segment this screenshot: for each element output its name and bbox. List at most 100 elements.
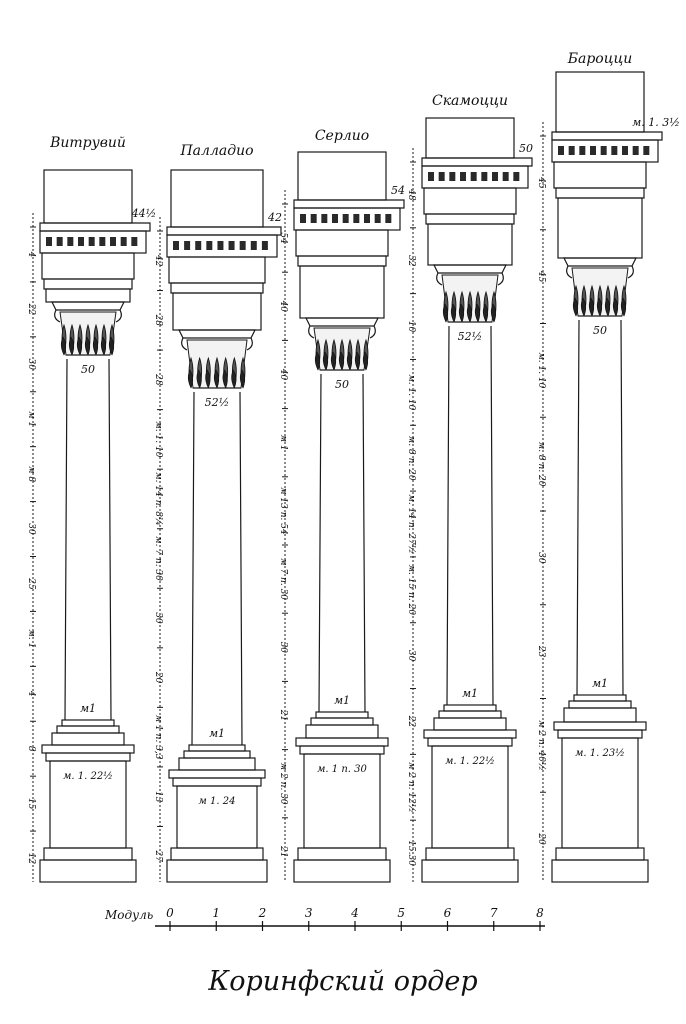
volute-left bbox=[181, 337, 188, 351]
pedestal-label: м. 1. 22½ bbox=[445, 756, 495, 767]
capital-label: 52½ bbox=[205, 396, 230, 409]
dimension-value: м. 8 п. 20 bbox=[406, 436, 416, 481]
scale-tick-label: 0 bbox=[166, 906, 174, 920]
dimension-value: м 1 п. 3,3 bbox=[153, 715, 163, 760]
pedestal-cap-molding bbox=[557, 729, 643, 739]
dimension-value: 22 bbox=[26, 303, 36, 316]
column-base bbox=[51, 719, 125, 746]
column-base bbox=[178, 744, 256, 771]
pedestal-cap bbox=[553, 721, 647, 731]
architrave-fascia bbox=[297, 255, 387, 267]
base-scotia bbox=[438, 710, 502, 719]
cornice bbox=[421, 157, 533, 167]
attic-block bbox=[555, 71, 645, 133]
base-plinth bbox=[178, 757, 256, 771]
dentil bbox=[300, 214, 306, 223]
dimension-value: 20 bbox=[153, 671, 163, 684]
cornice bbox=[293, 199, 405, 209]
pedestal-cap bbox=[295, 737, 389, 747]
acanthus-leaf-lower bbox=[346, 351, 353, 371]
base-plinth bbox=[51, 732, 125, 746]
dimension-value: м 2 п. 40½ bbox=[536, 720, 547, 771]
pedestal-plinth bbox=[166, 859, 268, 883]
acanthus-leaf-lower bbox=[450, 303, 457, 323]
drawing-caption: Коринфский ордер bbox=[208, 966, 478, 997]
attic-block bbox=[297, 151, 387, 201]
dimension-value: м 2 п. 30 bbox=[278, 763, 288, 805]
dimension-value: 30 bbox=[26, 523, 36, 535]
dentil-band bbox=[421, 165, 529, 189]
dimension-value: 15 bbox=[26, 798, 36, 810]
attic-block bbox=[170, 169, 264, 228]
pedestal-base-molding bbox=[425, 847, 515, 861]
dentil bbox=[470, 172, 477, 181]
volute-right bbox=[627, 265, 634, 279]
acanthus-leaf-lower bbox=[458, 303, 465, 323]
dimension-value: м. 8 п. 20 bbox=[536, 442, 546, 487]
dimension-value: м. 1. 10 bbox=[536, 352, 546, 388]
base-label: м1 bbox=[209, 727, 225, 740]
column-base bbox=[305, 711, 379, 739]
pedestal bbox=[421, 729, 519, 883]
dimension-value: 54 bbox=[278, 232, 288, 244]
dimension-value: м. 15 п. 20 bbox=[406, 565, 416, 616]
acanthus-leaf-lower bbox=[205, 369, 211, 389]
architrave-fascia bbox=[425, 213, 515, 225]
dimension-value: м 1 bbox=[278, 435, 288, 451]
dentil bbox=[364, 214, 370, 223]
pedestal-base-molding bbox=[555, 847, 645, 861]
pedestal-base-molding bbox=[43, 847, 133, 861]
acanthus-leaf-lower bbox=[187, 369, 194, 389]
dimension-value: 10 bbox=[406, 321, 416, 333]
dentil bbox=[110, 237, 116, 246]
pedestal-plinth bbox=[551, 859, 649, 883]
acanthus-leaf-lower bbox=[213, 369, 220, 389]
acanthus-leaf-lower bbox=[239, 369, 246, 389]
dimension-value: м 8 bbox=[26, 466, 36, 482]
architrave-fascia bbox=[43, 278, 133, 290]
base-plinth bbox=[433, 717, 507, 731]
scale-tick-label: 8 bbox=[536, 906, 544, 920]
architrave bbox=[427, 223, 513, 266]
acanthus-leaf-lower bbox=[572, 297, 579, 317]
dimension-value: 13 bbox=[153, 791, 163, 803]
dentil bbox=[374, 214, 381, 223]
cornice-label: 42 bbox=[267, 211, 282, 224]
dentil bbox=[228, 241, 235, 250]
dentil bbox=[56, 237, 63, 246]
pedestal-plinth bbox=[39, 859, 137, 883]
cornice-label: 54 bbox=[391, 184, 405, 197]
dimension-value: м. 14 п. 27½ bbox=[406, 494, 417, 553]
volute-left bbox=[54, 309, 61, 323]
pedestal bbox=[293, 737, 391, 883]
volute-right bbox=[497, 272, 504, 286]
dimension-value: 8 bbox=[26, 746, 36, 752]
dentil bbox=[481, 172, 488, 181]
dentil bbox=[88, 237, 95, 246]
dentil bbox=[353, 214, 360, 223]
column-base bbox=[563, 694, 637, 723]
volute-right bbox=[246, 337, 253, 351]
shaft bbox=[318, 373, 366, 713]
pedestal-cap-molding bbox=[172, 777, 262, 787]
dimension-value: 42 bbox=[153, 254, 163, 267]
pedestal bbox=[551, 721, 649, 883]
volute-left bbox=[436, 272, 443, 286]
dentil bbox=[99, 237, 106, 246]
base-torus-upper bbox=[573, 694, 627, 702]
architrave bbox=[557, 197, 643, 259]
architrave-fascia bbox=[555, 187, 645, 199]
base-plinth bbox=[305, 724, 379, 739]
dentil bbox=[46, 237, 52, 246]
volute-left bbox=[566, 265, 573, 279]
dimension-value: 30 bbox=[536, 552, 546, 564]
dentil bbox=[460, 172, 466, 181]
acanthus-leaf-lower bbox=[604, 297, 611, 317]
